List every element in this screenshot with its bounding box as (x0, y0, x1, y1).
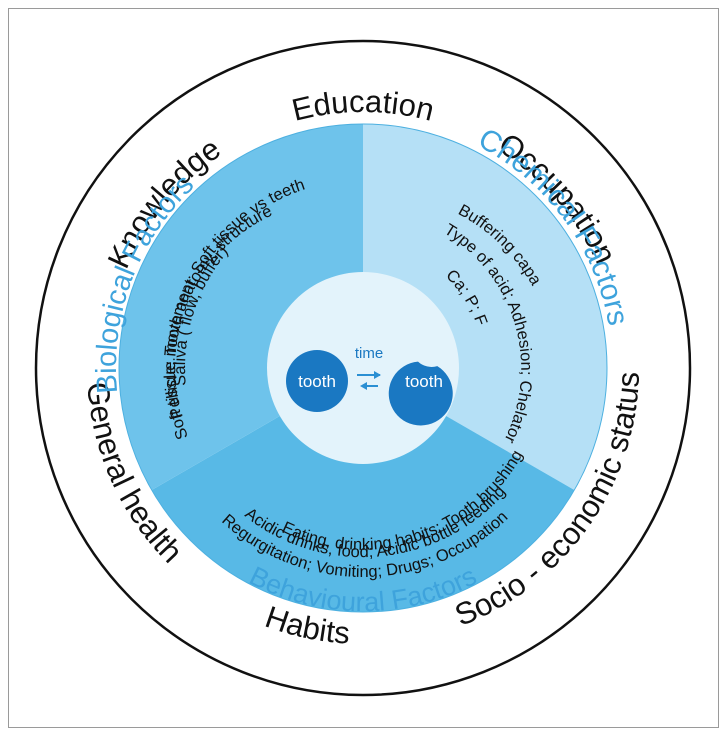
tooth-right-label: tooth (405, 372, 443, 391)
figure-frame (8, 8, 719, 728)
tooth-left-label: tooth (298, 372, 336, 391)
forward-arrow-icon (357, 371, 381, 379)
behavioural-sector (151, 368, 575, 612)
inner-ring-border (118, 123, 608, 613)
time-label: time (355, 345, 383, 362)
eroded-tooth-icon (388, 361, 453, 426)
healthy-tooth-icon (286, 350, 348, 412)
backward-arrow-icon (360, 382, 378, 390)
